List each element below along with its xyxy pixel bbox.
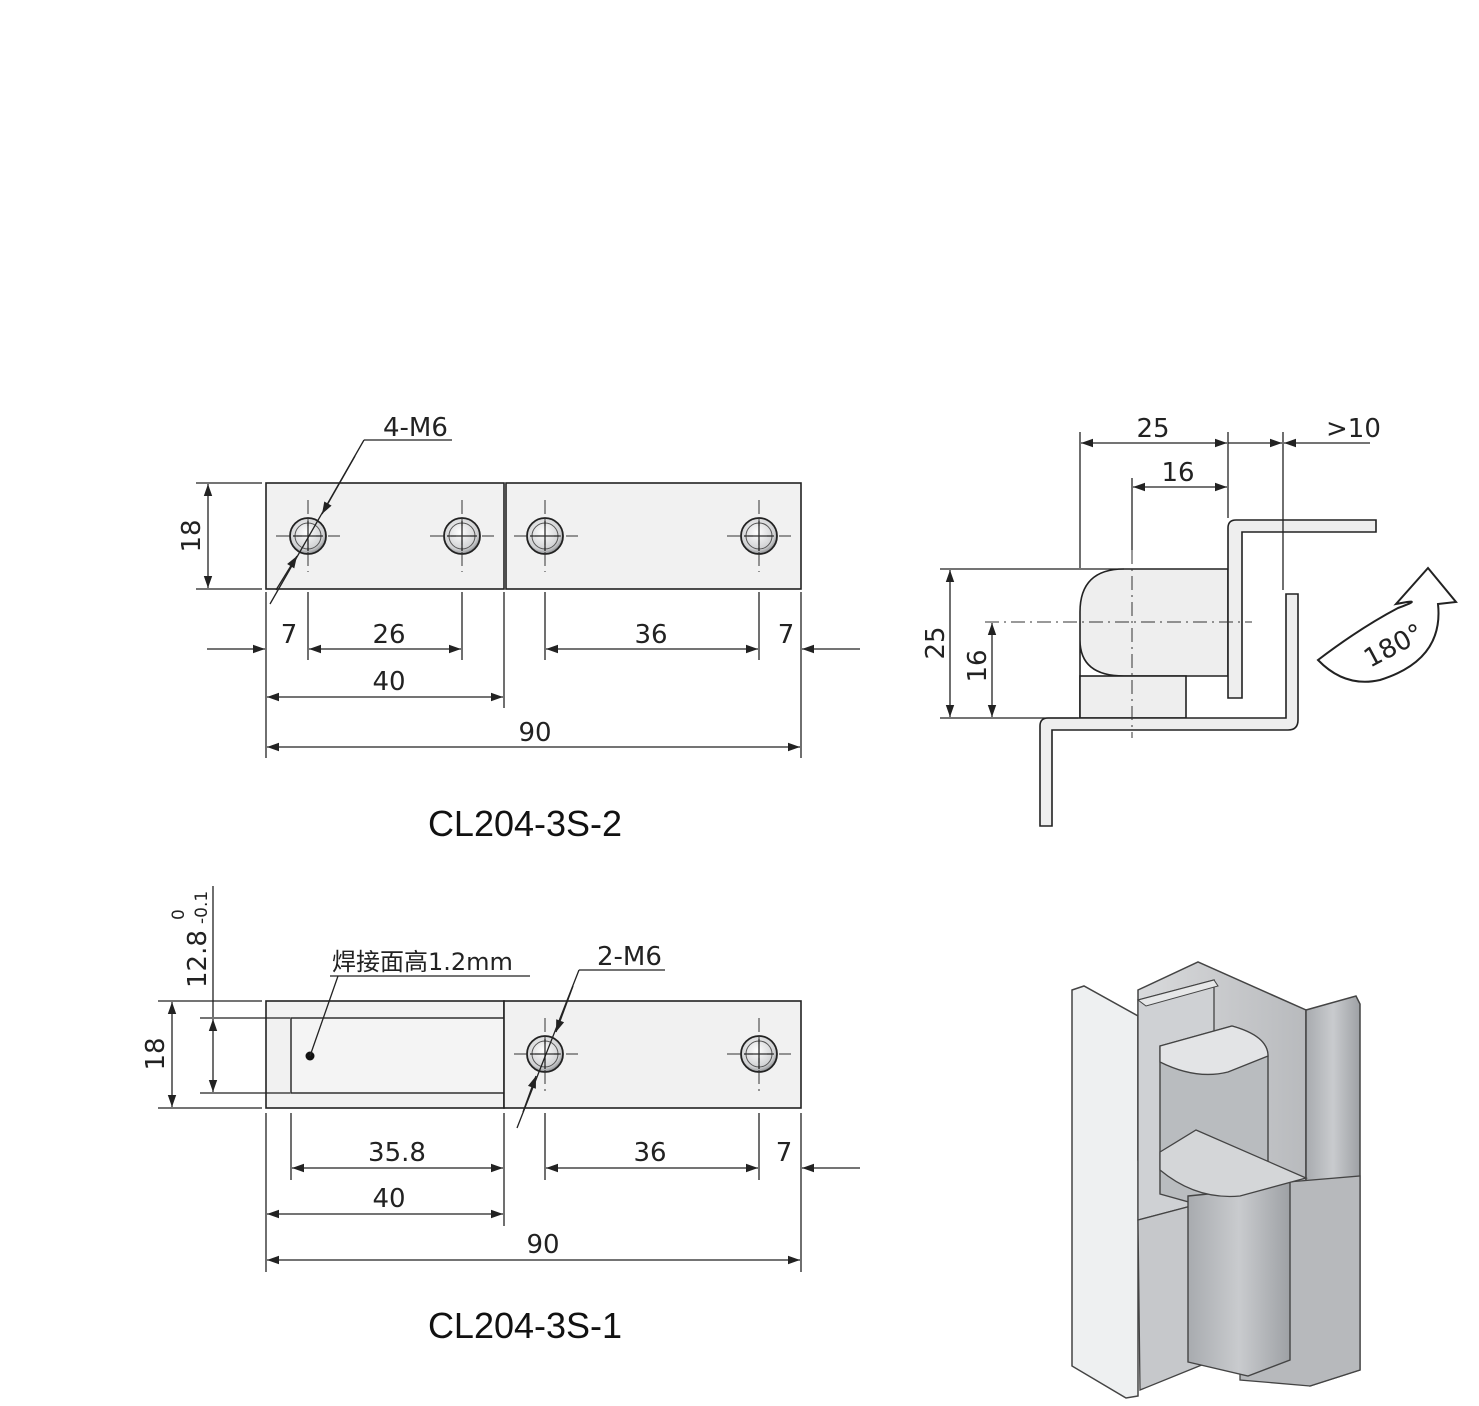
upper-bracket — [1227, 519, 1377, 699]
side-view: 25 16 >10 25 16 180° — [921, 414, 1458, 827]
lower-bracket — [1039, 593, 1299, 827]
dim-90: 90 — [518, 718, 551, 748]
dim-16: 16 — [963, 649, 993, 682]
dim-35-8: 35.8 — [368, 1138, 426, 1168]
weld-note: 焊接面高1.2mm — [305, 948, 530, 1061]
dim-7: 7 — [776, 1138, 793, 1168]
tolerance-lower: -0.1 — [192, 891, 212, 924]
callout-4-m6: 4-M6 — [269, 413, 452, 605]
tolerance-upper: 0 — [169, 909, 189, 920]
rotation-arrow-icon: 180° — [1316, 566, 1458, 683]
dim-40-90: 40 90 — [267, 1184, 800, 1265]
dim-left: 25 16 — [921, 568, 1124, 719]
caption-cl204-3s-2: CL204-3S-2 — [428, 803, 622, 844]
caption-cl204-3s-1: CL204-3S-1 — [428, 1305, 622, 1346]
dim-25: 25 — [921, 626, 951, 659]
extension-lines — [265, 592, 802, 758]
knuckle-base — [1079, 675, 1187, 719]
extension-lines — [265, 1113, 802, 1272]
dim-top: 25 16 >10 — [1079, 414, 1381, 590]
dim-40: 40 — [372, 1184, 405, 1214]
dim-25: 25 — [1136, 414, 1169, 444]
center-lines — [276, 500, 791, 572]
dim-row-chain: 7 26 36 7 — [207, 620, 860, 654]
dim-label: 18 — [177, 519, 207, 552]
dim-height-18: 18 — [177, 482, 262, 590]
dim-36: 36 — [633, 1138, 666, 1168]
weld-face — [290, 1017, 505, 1094]
callout-label: 4-M6 — [383, 413, 448, 443]
drawing-cl204-3s-1: 焊接面高1.2mm 2-M6 12.8 0 -0.1 18 — [141, 886, 860, 1346]
dim-label: 18 — [141, 1037, 171, 1070]
dim-40-90: 40 90 — [267, 667, 800, 752]
dim-90: 90 — [526, 1230, 559, 1260]
dim-7-right: 7 — [778, 620, 795, 650]
dim-26: 26 — [372, 620, 405, 650]
dim-gap: >10 — [1326, 414, 1381, 444]
callout-2-m6: 2-M6 — [516, 942, 665, 1129]
dim-36: 36 — [634, 620, 667, 650]
weld-note-label: 焊接面高1.2mm — [332, 948, 513, 976]
callout-label: 2-M6 — [597, 942, 662, 972]
dim-height-18: 18 — [141, 1000, 262, 1109]
drawing-cl204-3s-2: 4-M6 18 7 26 36 7 — [177, 413, 860, 844]
tolerance-main: 12.8 — [183, 930, 213, 988]
dim-40: 40 — [372, 667, 405, 697]
dim-12-8: 12.8 0 -0.1 — [169, 886, 290, 1094]
dim-row-chain: 35.8 36 7 — [292, 1138, 860, 1173]
dim-7-left: 7 — [281, 620, 298, 650]
dim-16: 16 — [1161, 458, 1194, 488]
isometric-render — [1071, 961, 1361, 1399]
